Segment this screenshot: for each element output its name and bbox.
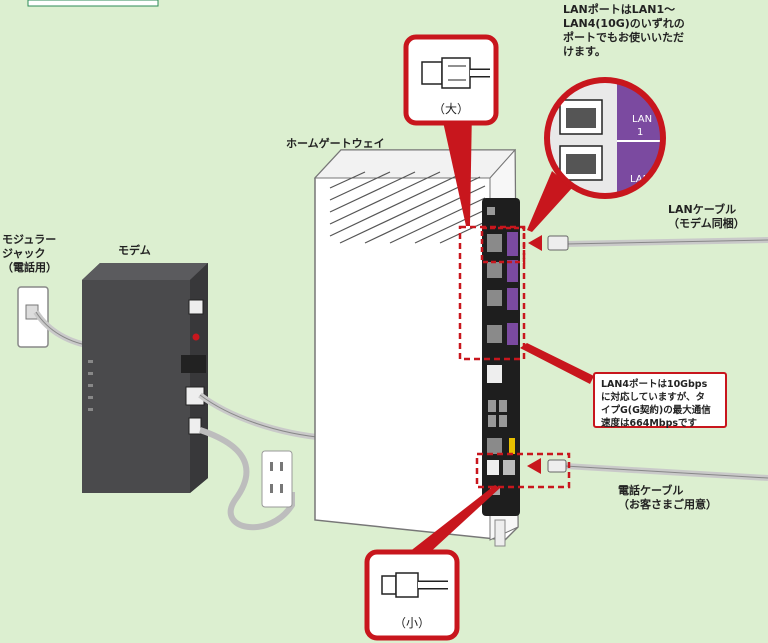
large-plug-caption: （大） xyxy=(432,102,469,116)
modem-power-cable xyxy=(199,427,295,531)
modular-jack-label: モジュラー ジャック （電話用） xyxy=(2,233,57,274)
tel-port-highlight xyxy=(475,452,571,489)
home-gateway-device xyxy=(313,148,520,547)
zoom-lan1-number: 1 xyxy=(637,127,643,138)
lan-cable-label: LANケーブル （モデム同梱） xyxy=(668,203,745,230)
small-plug-pointer xyxy=(404,485,500,556)
phone-arrow xyxy=(527,458,541,474)
lan-port-zoom-callout: LAN 1 LAN xyxy=(544,77,666,199)
lan4-speed-note: LAN4ポートは10Gbps に対応していますが、タ イプG(G契約)の最大通信… xyxy=(593,372,727,429)
small-plug-caption: （小） xyxy=(393,616,430,630)
lan-ports-note: LANポートはLAN1～ LAN4(10G)のいずれの ポートでもお使いいただ … xyxy=(563,3,685,58)
home-gateway-label: ホームゲートウェイ xyxy=(286,137,385,150)
lan-arrow xyxy=(528,235,542,251)
zoom-lan1-label: LAN xyxy=(632,114,652,125)
zoom-pointer xyxy=(527,171,572,232)
modular-jack-plate xyxy=(17,286,49,348)
phone-plug xyxy=(547,459,567,473)
lan1-highlight xyxy=(480,226,526,264)
large-plug-pointer xyxy=(440,108,472,226)
small-plug-callout xyxy=(364,549,460,641)
wall-outlet xyxy=(261,450,293,508)
large-plug-callout xyxy=(403,34,499,126)
phone-cable-label: 電話ケーブル （お客さまご用意） xyxy=(618,484,717,511)
zoom-lan-bottom-label: LAN xyxy=(630,174,650,185)
modem-label: モデム xyxy=(118,244,151,257)
modem-device xyxy=(82,263,208,493)
header-tab xyxy=(27,0,159,7)
lan4-pointer xyxy=(520,343,594,384)
lan-plug xyxy=(547,235,569,251)
